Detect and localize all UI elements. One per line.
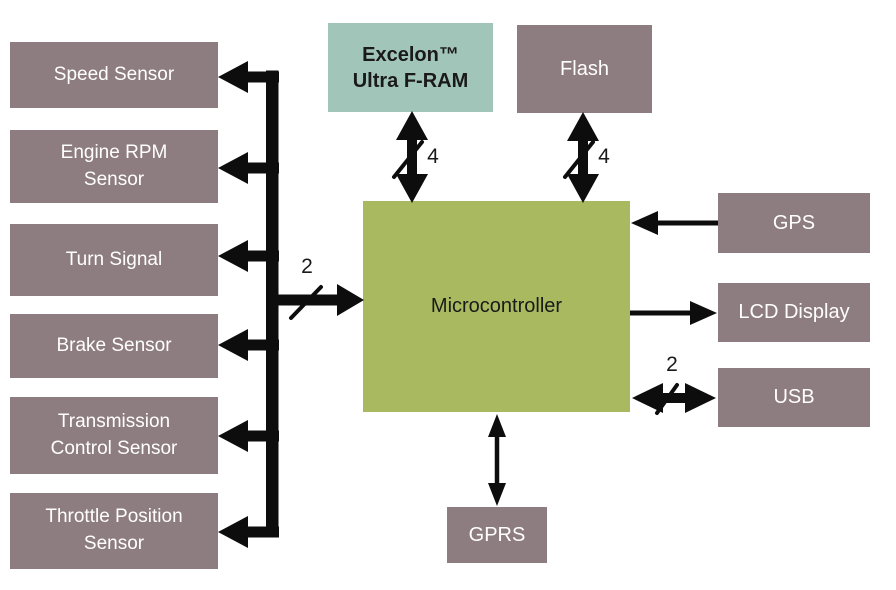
block-microcontroller: Microcontroller: [363, 201, 630, 412]
block-gps: GPS: [718, 193, 870, 253]
block-label-line1: Transmission: [57, 410, 171, 432]
block-label-line2: Control Sensor: [50, 437, 178, 459]
mcu-to-lcd-arrow: [630, 301, 717, 325]
block-label: USB: [773, 386, 815, 409]
bus-width-label-usb-bus: 2: [666, 353, 678, 376]
block-speed-sensor: Speed Sensor: [10, 42, 218, 108]
block-label: Speed Sensor: [53, 63, 175, 85]
block-label-line1: Engine RPM: [60, 141, 168, 163]
block-brake-sensor: Brake Sensor: [10, 314, 218, 378]
block-label: Flash: [560, 57, 609, 80]
mcu-gprs-arrow: [488, 414, 506, 506]
block-lcd-display: LCD Display: [718, 283, 870, 342]
bus-width-label-flash-bus: 4: [598, 145, 610, 168]
block-transmission-control-sensor: Transmission Control Sensor: [10, 397, 218, 474]
block-flash: Flash: [517, 25, 652, 113]
block-label: LCD Display: [738, 301, 850, 324]
block-label: Microcontroller: [430, 295, 563, 317]
block-label-line2: Ultra F-RAM: [352, 69, 469, 92]
block-excelon-ultra-fram: Excelon™ Ultra F-RAM: [328, 23, 493, 112]
bus-width-label-sensor-bus: 2: [301, 255, 313, 278]
block-throttle-position-sensor: Throttle Position Sensor: [10, 493, 218, 569]
block-label-line2: Sensor: [83, 168, 145, 190]
sensor-bus-to-mcu-arrow: [272, 284, 364, 320]
block-turn-signal: Turn Signal: [10, 224, 218, 296]
block-label: GPRS: [468, 523, 526, 546]
block-label: Turn Signal: [65, 248, 163, 270]
block-label-line1: Throttle Position: [45, 506, 183, 528]
mcu-usb-arrow: [632, 383, 716, 415]
sensor-bus-line: [218, 61, 279, 548]
block-engine-rpm-sensor: Engine RPM Sensor: [10, 130, 218, 203]
block-label: GPS: [772, 211, 816, 234]
bus-width-label-fram-bus: 4: [427, 145, 439, 168]
block-label-line2: Sensor: [83, 533, 145, 554]
gps-to-mcu-arrow: [631, 211, 718, 235]
block-gprs: GPRS: [447, 507, 547, 563]
block-usb: USB: [718, 368, 870, 427]
block-label-line1: Excelon™: [362, 43, 459, 66]
block-label: Brake Sensor: [56, 334, 172, 356]
